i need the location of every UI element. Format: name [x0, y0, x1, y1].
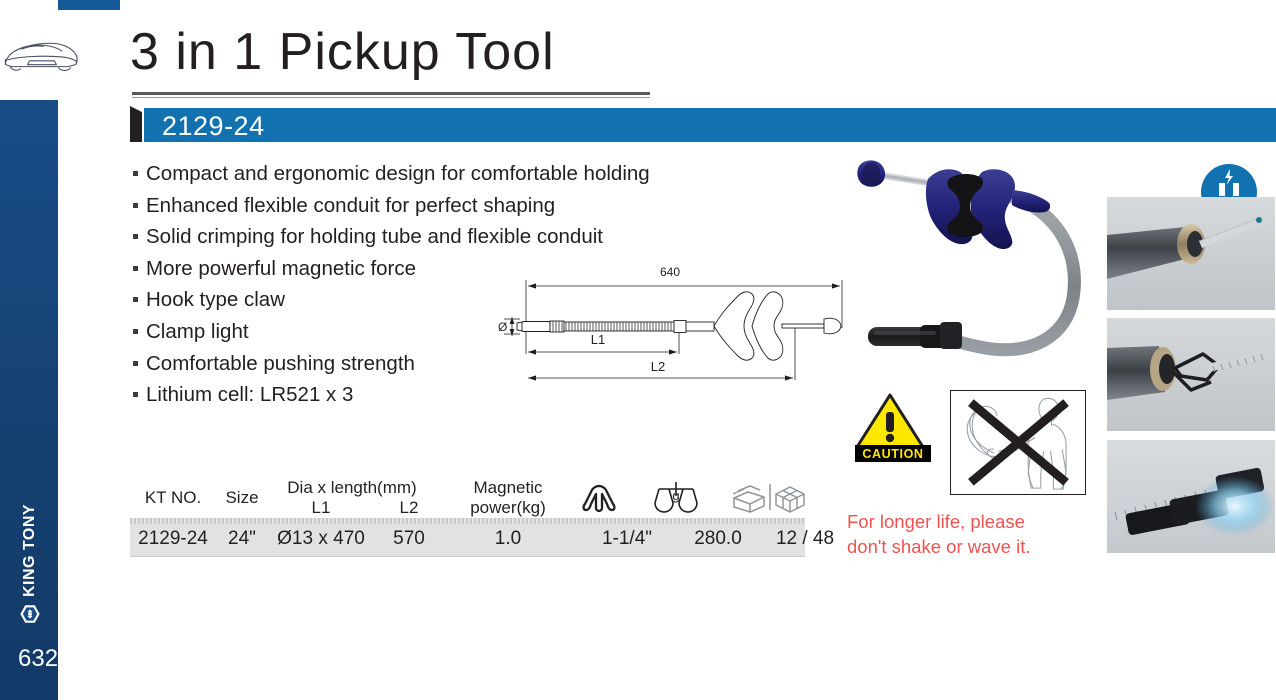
sidebar-top-blue-strip: [58, 0, 120, 10]
col-header-magnetic-unit: power(kg): [470, 498, 546, 517]
feature-text: Enhanced flexible conduit for perfect sh…: [146, 193, 556, 217]
col-header-dia-length: Dia x length(mm): [287, 478, 417, 497]
bullet-square-icon: [133, 392, 138, 398]
col-header-kt-no: KT NO.: [144, 488, 202, 507]
dim-diameter-label: Ø: [498, 320, 507, 334]
magnet-tip-photo: [1107, 197, 1275, 310]
list-item: Lithium cell: LR521 x 3: [133, 381, 533, 410]
weight-scale-icon: g: [654, 482, 698, 513]
dim-overall-label: 640: [660, 265, 680, 279]
bullet-square-icon: [133, 171, 138, 176]
bullet-square-icon: [133, 297, 138, 303]
col-header-size: Size: [225, 488, 259, 507]
caution-note-line1: For longer life, please: [847, 511, 1025, 532]
title-rule: [132, 92, 650, 95]
product-photo: [857, 160, 1081, 357]
king-tony-wordmark: KING TONY: [21, 503, 38, 597]
table-bottom-rule: [130, 556, 805, 557]
caution-block: CAUTION: [847, 390, 1090, 562]
warning-triangle-icon: [855, 393, 925, 449]
sports-car-icon: [4, 42, 78, 71]
bullet-square-icon: [133, 265, 138, 271]
list-item: Comfortable pushing strength: [133, 350, 533, 379]
no-shaking-person-icon: [966, 397, 1069, 490]
feature-text: Compact and ergonomic design for comfort…: [146, 162, 650, 185]
cell-dia-length-l1: Ø13 x 470: [277, 528, 365, 549]
table-header-row: KT NO. Size Dia x length(mm) L1 L2 Magne…: [130, 474, 805, 524]
col-header-l2: L2: [399, 498, 419, 517]
caution-label-text: CAUTION: [862, 446, 924, 461]
model-code-bar: [144, 108, 1276, 142]
caution-note: For longer life, please don't shake or w…: [847, 509, 1097, 559]
bullet-square-icon: [133, 202, 138, 208]
col-header-magnetic: Magnetic: [473, 478, 543, 497]
feature-text: Lithium cell: LR521 x 3: [146, 383, 354, 407]
sidebar-blue-panel: [0, 100, 58, 700]
king-tony-hex-icon: [20, 605, 40, 623]
feature-text: More powerful magnetic force: [146, 256, 417, 280]
feature-list: Compact and ergonomic design for comfort…: [133, 160, 650, 413]
cell-weight: 280.0: [694, 528, 742, 549]
technical-drawing: 640 L1 L2 Ø: [498, 265, 843, 381]
list-item: Compact and ergonomic design for comfort…: [133, 160, 650, 189]
jaw-opening-icon: [582, 484, 616, 512]
list-item: Hook type claw: [133, 286, 533, 315]
list-item: Solid crimping for holding tube and flex…: [133, 223, 603, 252]
table-row: 2129-24 24" Ø13 x 470 570 1.0 1-1/4" 280…: [130, 524, 834, 556]
cell-magnetic-power: 1.0: [494, 528, 522, 549]
page-title: 3 in 1 Pickup Tool: [130, 23, 555, 81]
feature-text: Comfortable pushing strength: [146, 351, 415, 375]
list-item: More powerful magnetic force: [133, 255, 533, 284]
col-header-l1: L1: [311, 498, 331, 517]
feature-text: Solid crimping for holding tube and flex…: [146, 225, 603, 249]
king-tony-logo: KING TONY: [13, 489, 47, 625]
packaging-box-icon: [732, 484, 805, 513]
caution-note-line2: don't shake or wave it.: [847, 536, 1031, 557]
led-light-photo: [1107, 440, 1275, 553]
dim-l2-label: L2: [651, 359, 665, 374]
bullet-square-icon: [133, 328, 138, 334]
page-number: 632: [18, 645, 59, 672]
cell-packaging: 12 / 48: [775, 528, 835, 549]
caution-label: CAUTION: [855, 445, 931, 462]
cell-jaw-opening: 1-1/4": [601, 528, 653, 549]
cell-kt-no: 2129-24: [138, 528, 208, 549]
cell-l2: 570: [393, 528, 425, 549]
model-code-label: 2129-24: [162, 111, 265, 141]
list-item: Enhanced flexible conduit for perfect sh…: [133, 192, 555, 221]
model-code-tab: [130, 106, 142, 142]
bullet-square-icon: [133, 360, 138, 366]
svg-text:g: g: [672, 488, 679, 503]
cell-size: 24": [228, 528, 256, 549]
list-item: Clamp light: [133, 318, 533, 347]
hook-claw-photo: [1107, 318, 1275, 431]
title-rule-thin: [132, 97, 650, 98]
bullet-square-icon: [133, 234, 138, 240]
feature-text: Clamp light: [146, 319, 249, 343]
table-header-rule: [130, 518, 805, 524]
no-shaking-illustration: [950, 390, 1086, 495]
feature-text: Hook type claw: [146, 288, 286, 312]
dim-l1-label: L1: [591, 332, 605, 347]
spec-table: KT NO. Size Dia x length(mm) L1 L2 Magne…: [130, 474, 834, 557]
